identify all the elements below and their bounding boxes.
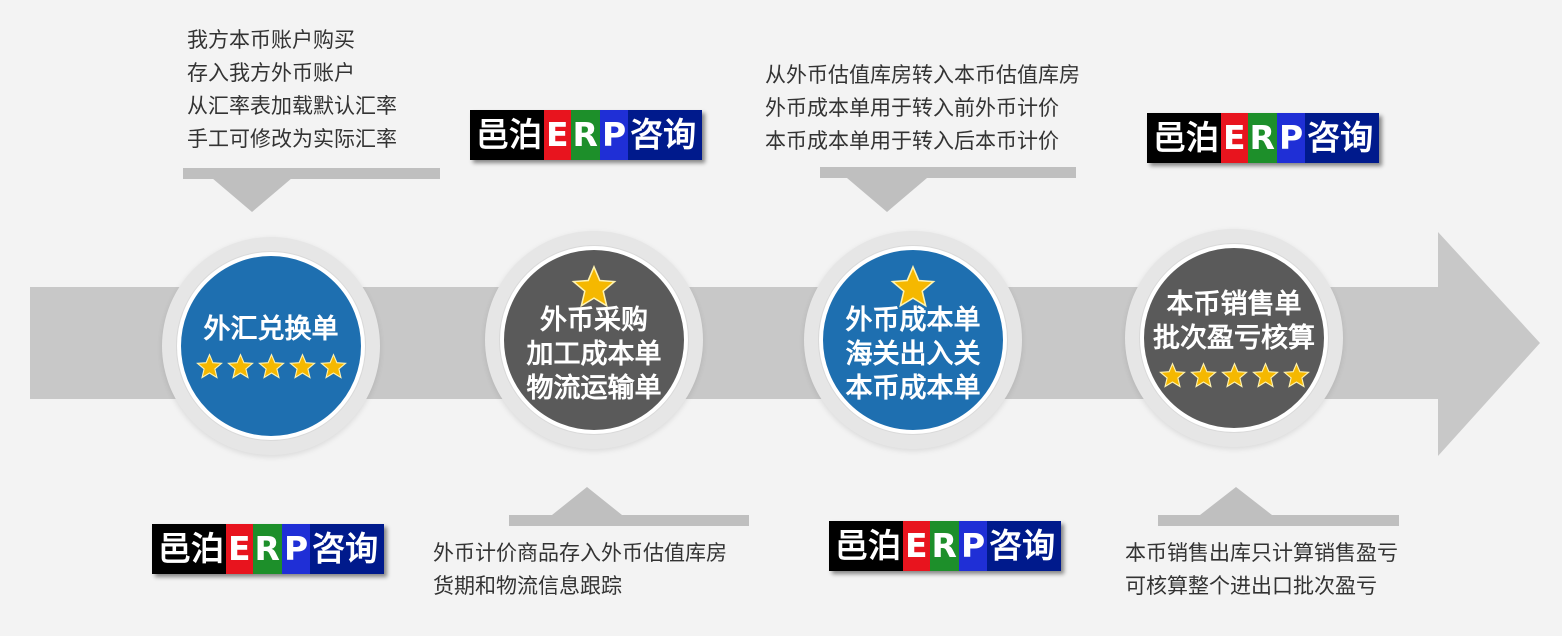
step-1-disc: 外汇兑换单 (177, 252, 365, 440)
brand-logo-letter: E (544, 110, 571, 160)
step-3-circle: 外币成本单 海关出入关 本币成本单 (804, 231, 1022, 449)
brand-logo-letter: P (1276, 113, 1306, 163)
brand-logo-text: 咨询 (310, 524, 385, 574)
callout-line: 本币成本单用于转入后本币计价 (765, 129, 1059, 153)
step-2-title: 外币采购 加工成本单 物流运输单 (527, 304, 662, 406)
star-icon (319, 352, 347, 379)
step-4-title-line: 批次盈亏核算 (1153, 322, 1315, 354)
callout-3-pointer (820, 167, 1076, 212)
star-icon (195, 352, 223, 379)
star-icon (1282, 361, 1310, 388)
star-icon (288, 352, 316, 379)
star-icon (226, 352, 254, 379)
step-2-disc: 外币采购 加工成本单 物流运输单 (500, 246, 688, 434)
callout-line: 可核算整个进出口批次盈亏 (1125, 574, 1377, 598)
callout-line: 从外币估值库房转入本币估值库房 (765, 63, 1080, 87)
brand-logo-letter: R (929, 521, 959, 571)
step-2-title-line: 外币采购 (540, 305, 648, 336)
callout-1-bar (183, 168, 440, 179)
callout-line: 从汇率表加载默认汇率 (187, 94, 397, 118)
step-2-circle: 外币采购 加工成本单 物流运输单 (485, 231, 703, 449)
brand-logo-text: 咨询 (628, 110, 703, 160)
callout-line: 我方本币账户购买 (187, 28, 355, 52)
step-1-circle: 外汇兑换单 (162, 237, 380, 455)
callout-4-text: 本币销售出库只计算销售盈亏 可核算整个进出口批次盈亏 (1125, 537, 1398, 603)
callout-line: 本币销售出库只计算销售盈亏 (1125, 541, 1398, 565)
step-3-title: 外币成本单 海关出入关 本币成本单 (846, 304, 981, 406)
step-2-title-line: 物流运输单 (526, 373, 662, 404)
callout-1-text: 我方本币账户购买 存入我方外币账户 从汇率表加载默认汇率 手工可修改为实际汇率 (187, 24, 397, 156)
step-1-title-line: 外汇兑换单 (203, 313, 339, 345)
step-1-rating (195, 352, 347, 380)
callout-line: 手工可修改为实际汇率 (187, 127, 397, 151)
brand-logo-letter: P (958, 521, 988, 571)
star-icon (890, 264, 936, 308)
callout-line: 外币计价商品存入外币估值库房 (433, 541, 727, 565)
brand-logo-letter: R (1247, 113, 1277, 163)
step-4-rating (1158, 361, 1310, 389)
brand-logo-letter: P (599, 110, 629, 160)
brand-logo-text: 邑泊 (1147, 113, 1221, 163)
step-4-title-line: 本币销售单 (1166, 288, 1302, 320)
step-3-title-line: 海关出入关 (845, 339, 981, 370)
step-4-circle: 本币销售单 批次盈亏核算 (1125, 229, 1343, 447)
step-4-title: 本币销售单 批次盈亏核算 (1153, 288, 1315, 356)
star-icon (571, 264, 617, 308)
brand-logo-letter: R (252, 524, 282, 574)
brand-logo-letter: E (903, 521, 930, 571)
callout-2-pointer (509, 487, 749, 526)
callout-1-pointer (212, 178, 292, 212)
brand-logo-text: 邑泊 (470, 110, 544, 160)
callout-line: 货期和物流信息跟踪 (433, 574, 622, 598)
brand-logo-text: 邑泊 (152, 524, 226, 574)
brand-logo-letter: E (226, 524, 253, 574)
star-icon (1251, 361, 1279, 388)
step-3-disc: 外币成本单 海关出入关 本币成本单 (819, 246, 1007, 434)
brand-logo-text: 咨询 (987, 521, 1062, 571)
star-icon (1189, 361, 1217, 388)
step-1-title: 外汇兑换单 (204, 313, 339, 347)
step-3-title-line: 本币成本单 (845, 373, 981, 404)
callout-2-text: 外币计价商品存入外币估值库房 货期和物流信息跟踪 (433, 537, 727, 603)
star-icon (1220, 361, 1248, 388)
step-2-title-line: 加工成本单 (526, 339, 662, 370)
step-4-disc: 本币销售单 批次盈亏核算 (1140, 244, 1328, 432)
callout-3-text: 从外币估值库房转入本币估值库房 外币成本单用于转入前外币计价 本币成本单用于转入… (765, 59, 1080, 158)
brand-logo-letter: R (570, 110, 600, 160)
brand-logo-text: 邑泊 (829, 521, 903, 571)
brand-logo-letter: E (1221, 113, 1248, 163)
brand-logo-text: 咨询 (1305, 113, 1380, 163)
star-icon (257, 352, 285, 379)
step-3-title-line: 外币成本单 (845, 305, 981, 336)
star-icon (1158, 361, 1186, 388)
brand-logo-letter: P (281, 524, 311, 574)
callout-4-pointer (1158, 487, 1399, 526)
callout-line: 外币成本单用于转入前外币计价 (765, 96, 1059, 120)
callout-line: 存入我方外币账户 (187, 61, 355, 85)
